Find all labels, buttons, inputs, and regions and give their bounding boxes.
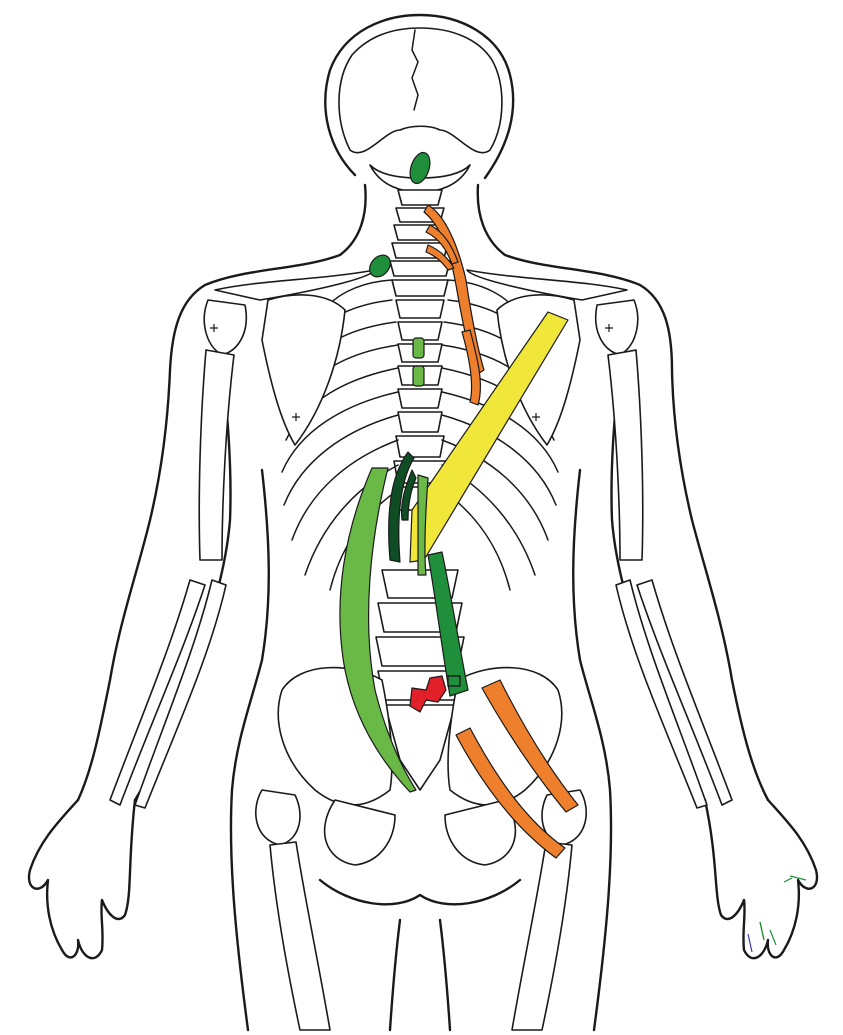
left-femur-head [254, 789, 301, 846]
right-ischium [444, 799, 517, 866]
muscle-orange-neck [423, 204, 485, 406]
muscle-cervical-left [369, 254, 391, 278]
skull [338, 27, 503, 193]
muscle-thoracic-segment-1 [412, 337, 425, 359]
left-radius [109, 579, 206, 806]
left-femur [269, 841, 331, 1031]
muscle-orange-hip-lower [455, 727, 566, 859]
muscle-orange-hip-upper [481, 679, 579, 813]
muscle-dark-green [388, 451, 417, 563]
right-humerus [607, 349, 644, 561]
right-clavicle [466, 269, 628, 301]
muscle-thoracic-segment-2 [412, 365, 425, 387]
gluteal-fold [318, 878, 522, 906]
muscle-green-quadratus [427, 551, 469, 697]
muscles [339, 151, 579, 859]
head-outline [324, 13, 515, 180]
landmark-marks [210, 324, 613, 421]
muscle-suboccipital [409, 151, 431, 185]
muscle-light-green [339, 467, 417, 793]
muscle-red [409, 675, 447, 713]
right-femur [511, 841, 573, 1031]
right-ulna [615, 579, 708, 809]
inner-leg-left [388, 918, 402, 1032]
cranium [338, 27, 503, 154]
muscle-yellow-diagonal [409, 311, 569, 563]
left-humerus [198, 349, 235, 561]
inner-leg-right [438, 918, 452, 1032]
sagittal-suture [411, 29, 419, 111]
hand-marks [747, 875, 807, 953]
right-hand [703, 798, 819, 960]
left-ulna [134, 579, 227, 809]
sacrum [384, 704, 456, 791]
left-hand [27, 798, 137, 960]
left-scapula [261, 294, 346, 446]
left-ischium [323, 799, 396, 866]
arm-bones [109, 349, 733, 809]
right-radius [636, 579, 733, 806]
right-humerus-head [595, 299, 639, 356]
left-waist [229, 468, 270, 1032]
torso-right-outline [476, 183, 770, 802]
right-waist [572, 468, 613, 1032]
vertebra-c [397, 189, 443, 206]
torso-left-outline [76, 183, 367, 802]
